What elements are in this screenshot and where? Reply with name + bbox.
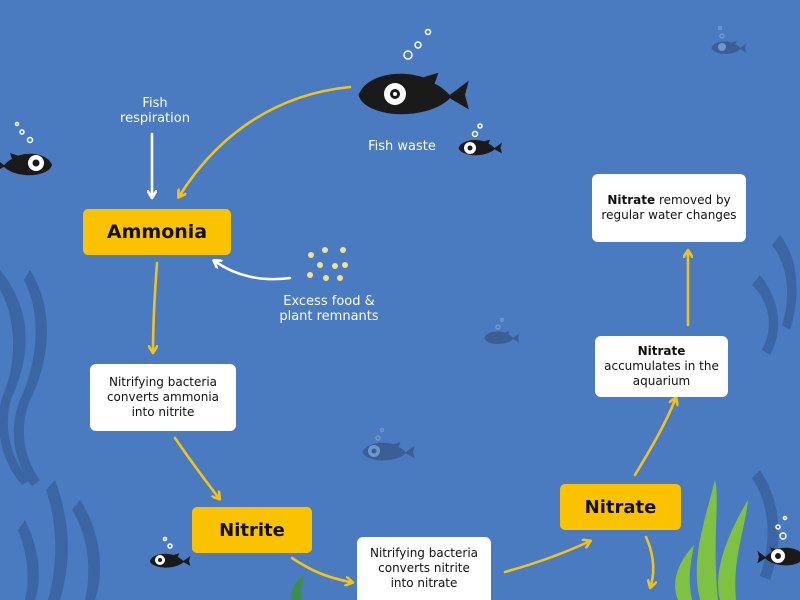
node-ammonia: Ammonia: [83, 209, 231, 255]
seaweed-icon: [675, 480, 748, 600]
bubbles-icon: [375, 25, 725, 441]
label-fish-respiration: Fish respiration: [120, 96, 190, 126]
node-nitrate: Nitrate: [560, 484, 681, 530]
seaweed-icon: [291, 575, 304, 600]
arrow-icon: [153, 85, 688, 585]
fish-icon: [358, 72, 469, 115]
node-nitrite: Nitrite: [192, 507, 312, 553]
label-excess-food: Excess food & plant remnants: [279, 294, 379, 324]
seaweed-icon: [752, 235, 797, 580]
bubbles-icon: [14, 28, 788, 549]
seaweed-icon: [0, 270, 100, 600]
arrow-icon: [152, 132, 292, 281]
fish-icon: [484, 331, 520, 344]
fish-icon: [0, 153, 52, 176]
card-nitrate-accumulates: Nitrate accumulates in the aquarium: [595, 336, 728, 397]
card-bacteria-ammonia: Nitrifying bacteria converts ammonia int…: [90, 364, 236, 431]
label-fish-waste: Fish waste: [368, 139, 436, 154]
card-nitrate-removed: Nitrate removed by regular water changes: [592, 174, 746, 242]
fish-icon: [711, 41, 747, 54]
food-particles-icon: [307, 247, 348, 281]
card-bacteria-nitrite: Nitrifying bacteria converts nitrite int…: [357, 537, 491, 600]
